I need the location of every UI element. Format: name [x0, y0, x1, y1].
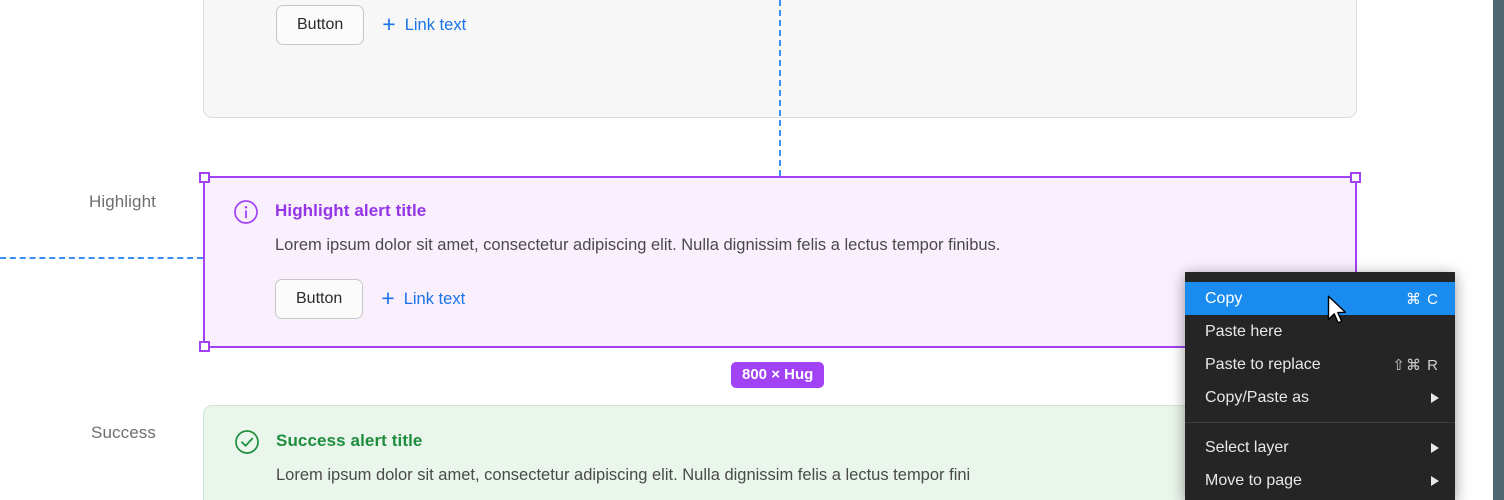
context-menu-item-label: Copy/Paste as — [1205, 388, 1310, 406]
row-label-highlight: Highlight — [88, 192, 156, 211]
context-menu-item-copy-paste-as[interactable]: Copy/Paste as — [1185, 381, 1455, 414]
context-menu-separator — [1185, 422, 1455, 423]
check-circle-icon — [234, 429, 260, 455]
context-menu-item-copy[interactable]: Copy ⌘ C — [1185, 282, 1455, 315]
context-menu-shortcut: ⇧⌘ R — [1392, 356, 1439, 374]
alert-actions: Button + Link text — [276, 5, 1326, 45]
context-menu-shortcut: ⌘ C — [1406, 290, 1439, 308]
alert-link-label: Link text — [403, 289, 466, 308]
alert-inner: Success alert title Lorem ipsum dolor si… — [234, 428, 1326, 487]
guide-vertical — [779, 0, 781, 176]
context-menu[interactable]: Copy ⌘ C Paste here Paste to replace ⇧⌘ … — [1185, 272, 1455, 500]
alert-link[interactable]: + Link text — [382, 11, 467, 37]
row-label-success: Success — [91, 423, 156, 442]
alert-body: Success alert title Lorem ipsum dolor si… — [276, 428, 1326, 487]
plus-icon: + — [382, 11, 396, 37]
alert-body: Lorem ipsum dolor sit amet, consectetur … — [276, 0, 1326, 45]
alert-body: Highlight alert title Lorem ipsum dolor … — [275, 198, 1327, 319]
context-menu-item-label: Select layer — [1205, 438, 1289, 456]
context-menu-item-paste-here[interactable]: Paste here — [1185, 315, 1455, 348]
alert-card-highlight[interactable]: Highlight alert title Lorem ipsum dolor … — [203, 176, 1357, 348]
context-menu-item-label: Move to page — [1205, 471, 1302, 489]
mouse-cursor — [1327, 295, 1349, 327]
submenu-arrow-icon — [1431, 392, 1439, 403]
alert-card-success[interactable]: Success alert title Lorem ipsum dolor si… — [203, 405, 1357, 500]
context-menu-item-move-to-page[interactable]: Move to page — [1185, 464, 1455, 497]
alert-description: Lorem ipsum dolor sit amet, consectetur … — [275, 236, 1001, 254]
plus-icon: + — [381, 285, 395, 311]
alert-button[interactable]: Button — [275, 279, 364, 319]
info-circle-icon — [233, 199, 259, 225]
guide-horizontal — [0, 257, 203, 259]
alert-actions: Button + Link text — [275, 279, 1327, 319]
right-edge-strip — [1493, 0, 1504, 500]
submenu-arrow-icon — [1431, 442, 1439, 453]
alert-description: Lorem ipsum dolor sit amet, consectetur … — [276, 466, 971, 484]
context-menu-item-label: Paste here — [1205, 322, 1283, 340]
alert-link-label: Link text — [404, 15, 467, 34]
context-menu-item-label: Paste to replace — [1205, 355, 1321, 373]
context-menu-item-select-layer[interactable]: Select layer — [1185, 431, 1455, 464]
alert-title: Highlight alert title — [275, 201, 427, 220]
alert-inner: Highlight alert title Lorem ipsum dolor … — [233, 198, 1327, 319]
alert-title: Success alert title — [276, 431, 423, 450]
context-menu-item-paste-to-replace[interactable]: Paste to replace ⇧⌘ R — [1185, 348, 1455, 381]
size-badge: 800 × Hug — [731, 362, 825, 388]
submenu-arrow-icon — [1431, 475, 1439, 486]
alert-inner: Lorem ipsum dolor sit amet, consectetur … — [234, 0, 1326, 45]
alert-link[interactable]: + Link text — [381, 285, 466, 311]
context-menu-item-label: Copy — [1205, 289, 1243, 307]
alert-button[interactable]: Button — [276, 5, 365, 45]
